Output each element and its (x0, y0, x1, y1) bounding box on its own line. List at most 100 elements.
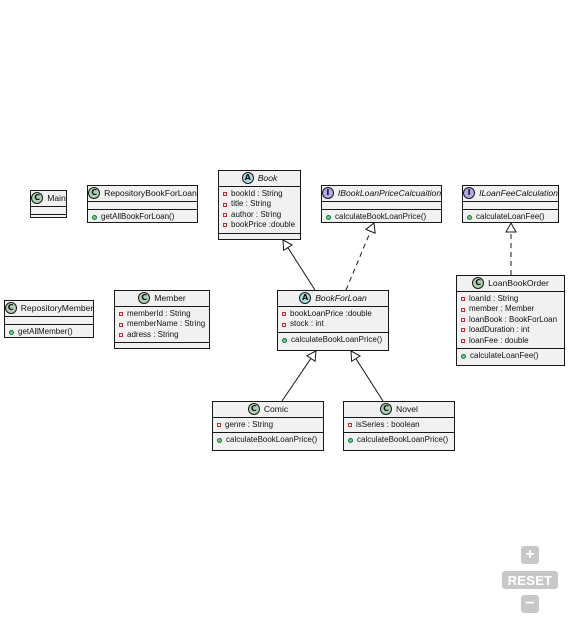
methods-section (219, 232, 300, 241)
class-badge-icon: C (4, 302, 17, 314)
reset-label: RESET (507, 572, 553, 588)
public-visibility-icon (461, 353, 466, 359)
class-name: Novel (396, 403, 418, 414)
private-visibility-icon (348, 423, 352, 428)
zoom-out-button[interactable]: − (521, 595, 539, 613)
private-visibility-icon (223, 213, 227, 218)
methods-section (31, 214, 66, 222)
class-field: loanFee : double (461, 336, 560, 346)
field-text: genre : String (225, 420, 274, 429)
field-text: loanFee : double (469, 335, 529, 345)
methods-section: calculateLoanFee() (463, 209, 558, 224)
method-text: calculateBookLoanPrice() (226, 435, 318, 445)
class-field: loanId : String (461, 294, 560, 304)
class-method: getAllBookForLoan() (92, 212, 193, 222)
class-field: bookLoanPrice :double (282, 309, 384, 319)
method-text: calculateLoanFee() (476, 212, 545, 221)
fields-section (5, 316, 93, 324)
methods-section (115, 342, 209, 350)
class-name: ILoanFeeCalculation (479, 187, 558, 198)
class-badge-icon: C (472, 277, 485, 289)
methods-section: calculateLoanFee() (457, 348, 564, 363)
plus-icon: + (525, 546, 535, 563)
field-text: loanBook : BookForLoan (469, 314, 558, 324)
private-visibility-icon (461, 338, 465, 343)
class-name: Member (154, 292, 186, 303)
class-field: member : Member (461, 304, 560, 314)
public-visibility-icon (467, 214, 472, 220)
private-visibility-icon (119, 322, 123, 327)
fields-section (31, 206, 66, 214)
zoom-in-button[interactable]: + (521, 546, 539, 564)
class-badge-icon: C (138, 292, 151, 304)
class-method: getAllMember() (9, 327, 89, 337)
public-visibility-icon (348, 438, 353, 444)
field-text: isSeries : boolean (356, 420, 420, 429)
class-name: Main (47, 192, 66, 203)
fields-section: isSeries : boolean (344, 417, 454, 432)
class-field: author : String (223, 210, 296, 220)
class-method: calculateLoanFee() (461, 351, 560, 361)
public-visibility-icon (9, 329, 14, 335)
abstract-badge-icon: A (241, 172, 254, 184)
class-field: bookPrice :double (223, 220, 296, 230)
class-field: adress : String (119, 330, 205, 340)
methods-section: getAllMember() (5, 324, 93, 339)
private-visibility-icon (461, 297, 465, 302)
reset-button[interactable]: RESET (502, 571, 558, 589)
class-badge-icon: C (247, 403, 260, 415)
fields-section: genre : String (213, 417, 323, 432)
private-visibility-icon (223, 223, 227, 228)
class-badge-icon: C (88, 187, 101, 199)
class-name: RepositoryBookForLoan (104, 187, 197, 198)
class-name: Comic (263, 403, 289, 414)
fields-section (463, 201, 558, 209)
edge-bookforloan-implements-price (345, 222, 376, 291)
class-method: calculateLoanFee() (467, 212, 554, 222)
public-visibility-icon (282, 337, 287, 343)
method-text: calculateBookLoanPrice() (357, 435, 449, 445)
class-field: memberId : String (119, 309, 205, 319)
methods-section: calculateBookLoanPrice() (213, 432, 323, 447)
fields-section (88, 201, 197, 209)
class-method: calculateBookLoanPrice() (282, 335, 384, 345)
public-visibility-icon (92, 214, 97, 220)
class-name: RepositoryMember (20, 302, 94, 313)
methods-section: calculateBookLoanPrice() (344, 432, 454, 447)
class-name: LoanBookOrder (488, 277, 549, 288)
class-method: calculateBookLoanPrice() (348, 435, 450, 445)
class-name: Book (257, 172, 278, 183)
class-field: memberName : String (119, 319, 205, 329)
class-field: title : String (223, 199, 296, 209)
field-text: bookLoanPrice :double (290, 309, 372, 318)
field-text: memberName : String (127, 319, 206, 329)
private-visibility-icon (119, 312, 123, 317)
field-text: author : String (231, 209, 282, 219)
methods-section: getAllBookForLoan() (88, 209, 197, 224)
class-field: loadDuration : int (461, 325, 560, 335)
class-field: genre : String (217, 420, 319, 430)
minus-icon: − (525, 595, 535, 612)
private-visibility-icon (223, 202, 227, 207)
